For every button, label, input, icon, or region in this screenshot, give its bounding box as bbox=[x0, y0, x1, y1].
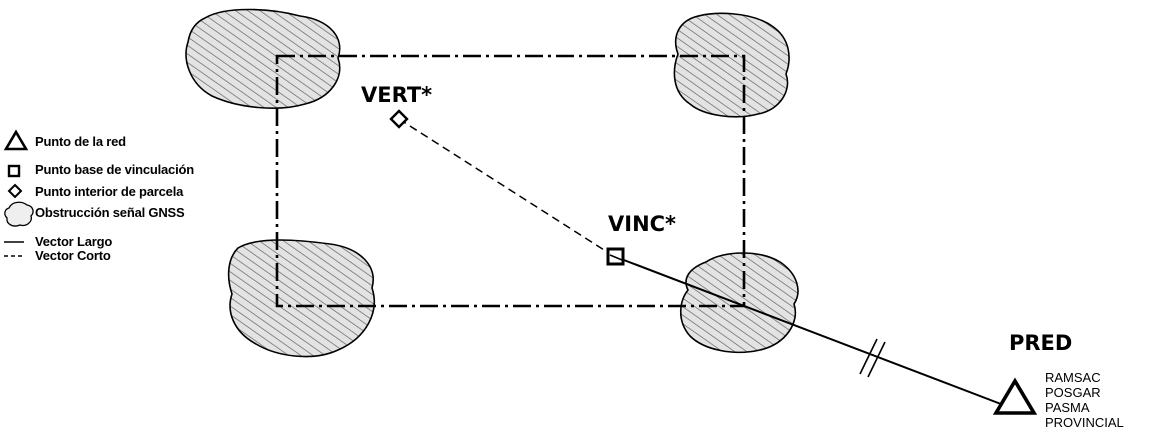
network-list: RAMSAC POSGAR PASMA PROVINCIAL bbox=[1045, 370, 1124, 430]
legend-label-long-vector: Vector Largo bbox=[35, 234, 113, 249]
legend-triangle-icon bbox=[3, 129, 29, 151]
legend-label-network-point: Punto de la red bbox=[35, 134, 126, 149]
obstruction-top-left bbox=[185, 8, 341, 109]
obstruction-bottom-right bbox=[679, 252, 799, 354]
pred-point-triangle bbox=[992, 377, 1038, 415]
legend-diamond-icon bbox=[7, 183, 23, 199]
obstruction-top-right bbox=[673, 12, 790, 118]
legend-label-base-point: Punto base de vinculación bbox=[35, 162, 194, 177]
legend-label-obstruction: Obstrucción señal GNSS bbox=[35, 205, 185, 220]
network-item: POSGAR bbox=[1045, 385, 1101, 400]
legend-label-interior-point: Punto interior de parcela bbox=[35, 184, 184, 199]
network-item: RAMSAC bbox=[1045, 370, 1101, 385]
obstruction-bottom-left bbox=[227, 239, 376, 358]
vert-label: VERT* bbox=[361, 83, 433, 107]
network-item: PROVINCIAL bbox=[1045, 415, 1124, 430]
vector-break-mark bbox=[859, 338, 878, 375]
short-vector bbox=[398, 118, 616, 258]
pred-label: PRED bbox=[1009, 331, 1073, 355]
network-item: PASMA bbox=[1045, 400, 1090, 415]
vert-point-diamond bbox=[389, 109, 409, 129]
parcel-boundary bbox=[275, 54, 746, 308]
legend-square-icon bbox=[7, 164, 21, 178]
vinc-square-mark bbox=[609, 254, 623, 261]
legend-label-short-vector: Vector Corto bbox=[35, 248, 111, 263]
long-vector bbox=[615, 256, 1015, 410]
legend-cloud-icon bbox=[4, 201, 34, 227]
vinc-label: VINC* bbox=[608, 212, 677, 236]
vector-break-mark bbox=[867, 341, 886, 378]
